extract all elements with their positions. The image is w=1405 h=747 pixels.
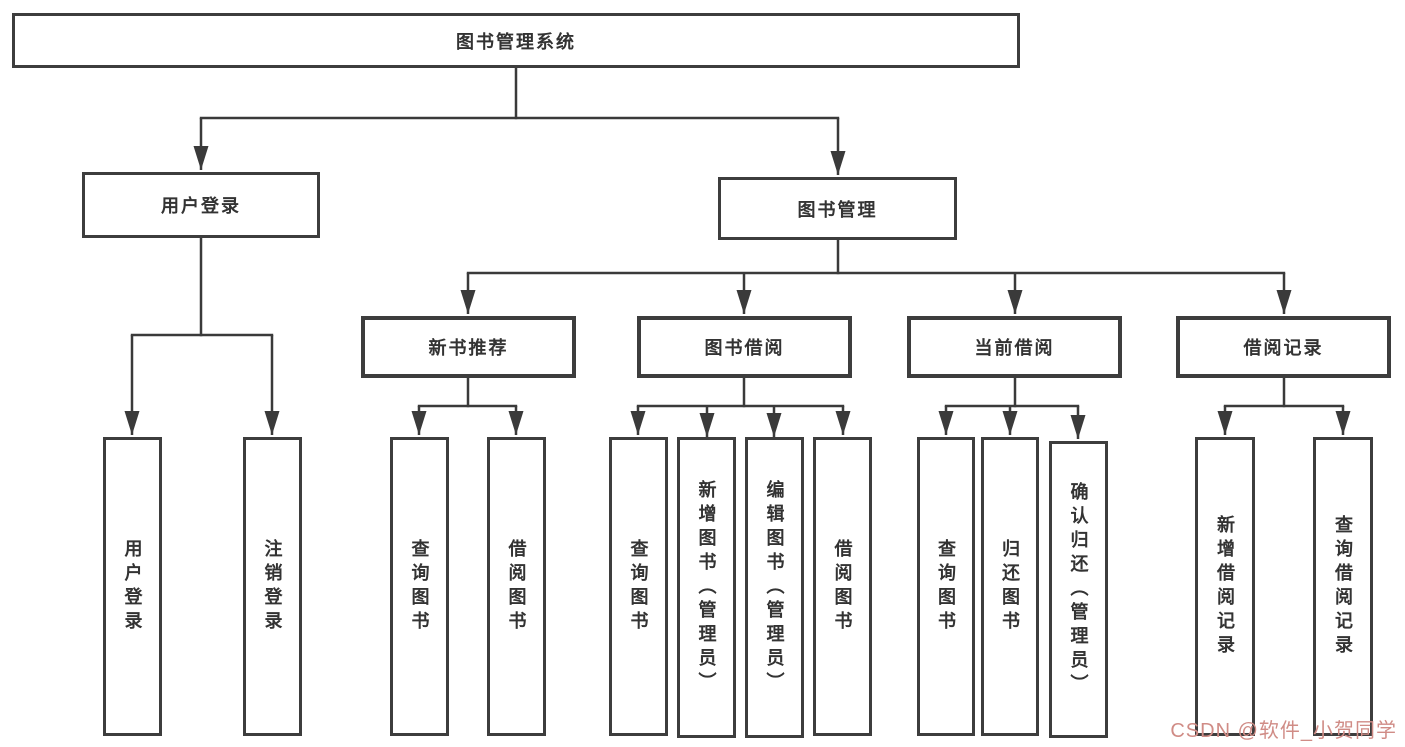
- node-user-login-branch: 用户登录: [82, 172, 320, 238]
- leaf-borrow-books: 借阅图书: [813, 437, 872, 736]
- leaf-user-login: 用户登录: [103, 437, 162, 736]
- node-book-management-branch: 图书管理: [718, 177, 957, 240]
- leaf-confirm-return-admin: 确认归还（管理员）: [1049, 441, 1108, 738]
- leaf-recommend-borrow-books: 借阅图书: [487, 437, 546, 736]
- leaf-edit-books-admin: 编辑图书（管理员）: [745, 437, 804, 738]
- node-borrow-records: 借阅记录: [1176, 316, 1391, 378]
- leaf-add-borrow-record: 新增借阅记录: [1195, 437, 1255, 736]
- node-current-borrow: 当前借阅: [907, 316, 1122, 378]
- leaf-recommend-query-books: 查询图书: [390, 437, 449, 736]
- leaf-logout: 注销登录: [243, 437, 302, 736]
- node-book-borrow: 图书借阅: [637, 316, 852, 378]
- csdn-watermark: CSDN @软件_小贺同学: [1170, 720, 1397, 742]
- leaf-borrow-query-books: 查询图书: [609, 437, 668, 736]
- leaf-query-borrow-record: 查询借阅记录: [1313, 437, 1373, 736]
- node-library-management-system: 图书管理系统: [12, 13, 1020, 68]
- node-new-book-recommend: 新书推荐: [361, 316, 576, 378]
- leaf-add-books-admin: 新增图书（管理员）: [677, 437, 736, 738]
- leaf-return-books: 归还图书: [981, 437, 1039, 736]
- leaf-current-query-books: 查询图书: [917, 437, 975, 736]
